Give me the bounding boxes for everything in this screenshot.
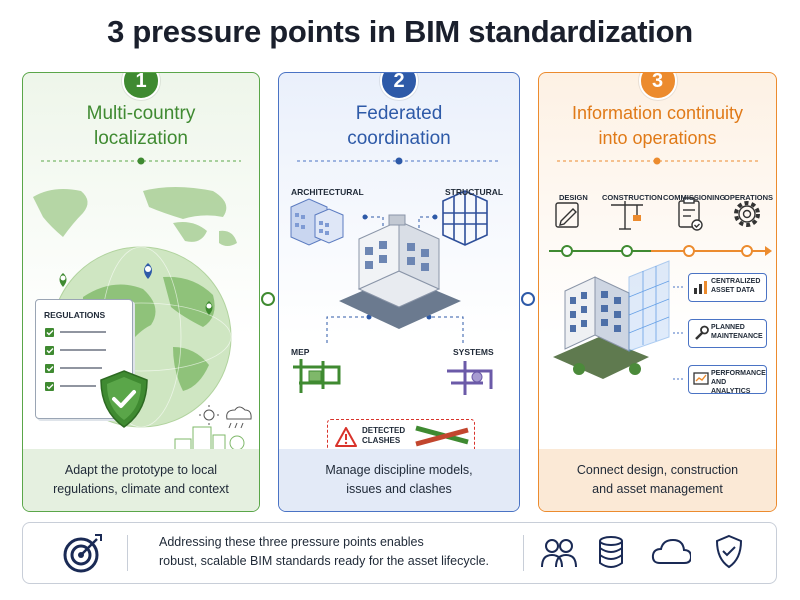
output-3-line-2: AND ANALYTICS (711, 379, 751, 395)
phase-label-design: DESIGN (559, 193, 588, 202)
model-label-architectural: ARCHITECTURAL (291, 187, 364, 197)
panel-2-title-line-1: Federated (355, 103, 443, 124)
panel-2-title: Federated coordination (285, 101, 513, 151)
model-label-systems: SYSTEMS (453, 347, 494, 357)
shield-check-icon (100, 370, 148, 428)
database-icon (599, 536, 623, 568)
checkbox-icon (45, 328, 54, 391)
footer-text-line-2: robust, scalable BIM standards ready for… (159, 554, 490, 568)
panel-1-title-line-2: localization (94, 128, 188, 149)
footer-separator (523, 535, 524, 571)
design-icon (555, 202, 579, 228)
output-2-line-2: MAINTENANCE (711, 333, 763, 340)
operations-illustration (549, 157, 772, 380)
panel-3-description-line-1: Connect design, construction (576, 463, 739, 477)
panel-connector-2 (521, 292, 535, 306)
panel-2-description: Manage discipline models, issues and cla… (279, 449, 519, 511)
panel-3-description-line-2: and asset management (592, 482, 723, 496)
step-badge-1: 1 (122, 73, 160, 100)
output-1-line-2: ASSET DATA (711, 287, 755, 294)
page-title: 3 pressure points in BIM standardization (107, 14, 693, 49)
panel-connector-1 (261, 292, 275, 306)
panel-1-title: Multi-country localization (29, 101, 253, 151)
bar-chart-icon (694, 281, 707, 294)
phase-label-commissioning: COMMISSIONING (663, 193, 726, 202)
panel-operations: 3 Information continuity into operations (538, 72, 777, 512)
panel-1-title-line-1: Multi-country (86, 103, 196, 124)
digital-twin-building-icon (553, 260, 670, 379)
coordination-illustration (290, 157, 501, 395)
footer-text: Addressing these three pressure points e… (159, 533, 519, 571)
panel-localization: 1 Multi-country localization (22, 72, 260, 512)
people-icon (541, 539, 577, 568)
checklist (45, 328, 106, 391)
output-3-label: PERFORMANCE AND ANALYTICS (711, 369, 766, 396)
divider-dot (137, 157, 145, 165)
rain-cloud-icon (226, 406, 252, 429)
world-map-icon (33, 187, 237, 246)
model-label-structural: STRUCTURAL (445, 187, 504, 197)
panel-1-description-line-2: regulations, climate and context (53, 482, 229, 496)
panel-3-description: Connect design, construction and asset m… (539, 449, 776, 511)
divider-dot (653, 157, 661, 165)
output-centralized-asset-data: CENTRALIZED ASSET DATA (688, 273, 767, 302)
output-planned-maintenance: PLANNED MAINTENANCE (688, 319, 767, 348)
systems-pipes-icon (447, 361, 493, 395)
panel-2-description-line-1: Manage discipline models, (325, 463, 473, 477)
timeline-arrow (765, 246, 772, 256)
output-3-line-1: PERFORMANCE (711, 370, 766, 377)
regulations-label: REGULATIONS (44, 310, 106, 320)
connector-dots (362, 214, 438, 320)
phase-label-operations: OPERATIONS (724, 193, 774, 202)
architectural-model-icon (290, 198, 344, 246)
output-performance-analytics: PERFORMANCE AND ANALYTICS (688, 365, 767, 396)
target-icon (63, 534, 102, 573)
sun-icon (199, 405, 219, 425)
panel-coordination: 2 Federated coordination (278, 72, 520, 512)
output-2-line-1: PLANNED (711, 324, 745, 331)
clipboard-check-icon (678, 197, 703, 231)
footer-text-line-1: Addressing these three pressure points e… (159, 535, 424, 549)
panel-3-title-line-1: Information continuity (571, 103, 744, 123)
cloud-icon (651, 538, 691, 564)
structural-frame-icon (442, 190, 488, 246)
clashes-label-line-1: DETECTED (362, 426, 406, 435)
wrench-icon (695, 325, 709, 340)
panel-1-description-line-1: Adapt the prototype to local (64, 463, 218, 477)
phase-label-construction: CONSTRUCTION (602, 193, 663, 202)
gear-icon (734, 201, 760, 227)
mep-pipes-icon (293, 359, 341, 393)
model-label-mep: MEP (291, 347, 310, 357)
building-icon (339, 214, 461, 329)
summary-footer: Addressing these three pressure points e… (22, 522, 777, 584)
panel-3-title-line-2: into operations (598, 128, 717, 148)
shield-icon (715, 534, 743, 569)
warning-icon (335, 427, 357, 447)
step-badge-3: 3 (638, 73, 677, 100)
output-1-line-1: CENTRALIZED (711, 278, 761, 285)
output-2-label: PLANNED MAINTENANCE (711, 323, 763, 341)
clashes-label-line-2: CLASHES (362, 436, 401, 445)
analytics-icon (693, 372, 709, 385)
output-1-label: CENTRALIZED ASSET DATA (711, 277, 760, 295)
data-connectors (673, 286, 685, 380)
panel-2-title-line-2: coordination (347, 128, 451, 149)
panel-3-title: Information continuity into operations (545, 101, 770, 151)
map-pin-icon (59, 263, 213, 315)
step-badge-2: 2 (380, 73, 418, 100)
clashes-label: DETECTED CLASHES (362, 426, 405, 446)
panel-2-description-line-2: issues and clashes (346, 482, 452, 496)
footer-separator (127, 535, 128, 571)
crane-icon (611, 201, 643, 230)
divider-dot (395, 157, 403, 165)
clash-pipes-icon (415, 425, 469, 447)
timeline-milestones (561, 245, 753, 257)
panel-1-description: Adapt the prototype to local regulations… (23, 449, 259, 511)
